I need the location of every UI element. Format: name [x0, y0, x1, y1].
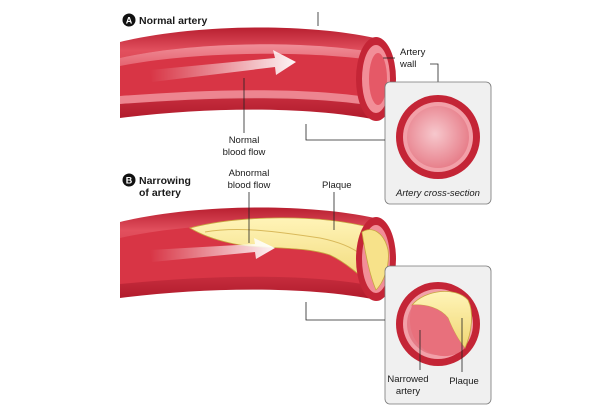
label-plaque-cs: Plaque [449, 376, 479, 387]
artery-inner-wall-top [120, 44, 372, 66]
label-narrowed-1: Narrowed [387, 374, 428, 385]
panel-b: B Narrowing of artery Abnormal blood flo… [120, 168, 492, 405]
badge-a: A [126, 15, 133, 25]
abnormal-flow-arrow [150, 238, 275, 262]
panel-b-title-1: Narrowing [139, 175, 191, 187]
label-normal-2: blood flow [223, 147, 266, 158]
cs-a-lumen [407, 106, 469, 168]
leader-cs-a [305, 124, 385, 141]
label-abnormal-2: blood flow [228, 180, 271, 191]
badge-b-icon [122, 173, 136, 187]
cs-b-narrowed-lumen [409, 304, 465, 357]
leader-cs-b [305, 302, 385, 321]
badge-a-icon [122, 13, 136, 27]
label-narrowed-2: artery [396, 386, 421, 397]
label-wall-1: Artery [400, 47, 426, 58]
artery-end-inner [369, 53, 387, 105]
panel-a-title: Normal artery [139, 15, 207, 27]
plaque-texture [204, 229, 366, 259]
narrowed-artery-illustration [120, 207, 396, 301]
badge-b: B [126, 175, 133, 185]
plaque-deposit [188, 217, 375, 289]
label-wall-2: wall [399, 59, 416, 70]
label-plaque: Plaque [322, 180, 352, 191]
artery-lumen [120, 44, 374, 106]
artery-inner-wall-bottom [120, 90, 374, 106]
panel-a: A Normal artery Normal blood flow Artery… [120, 12, 492, 205]
label-normal-1: Normal [229, 135, 260, 146]
normal-flow-arrow [150, 50, 296, 82]
panel-b-title-2: of artery [139, 187, 181, 199]
normal-artery-illustration [120, 27, 396, 121]
cs-a-caption: Artery cross-section [395, 188, 480, 199]
label-abnormal-1: Abnormal [229, 168, 270, 179]
